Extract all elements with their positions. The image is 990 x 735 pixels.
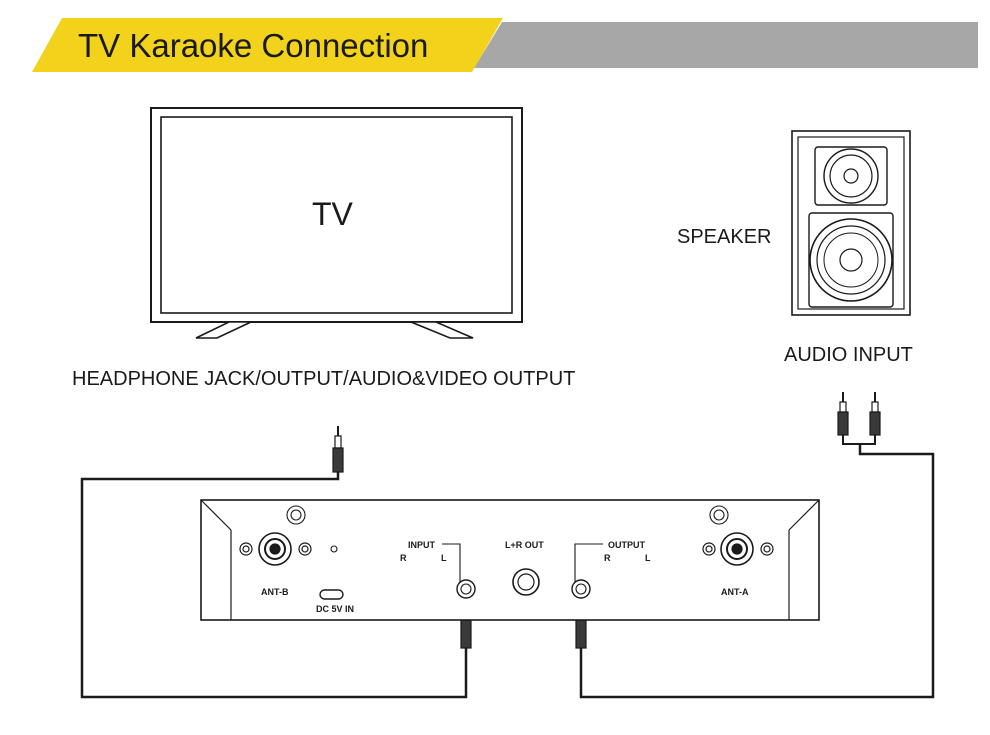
headphone-output-label: HEADPHONE JACK/OUTPUT/AUDIO&VIDEO OUTPUT xyxy=(72,368,576,390)
screw-icon xyxy=(286,505,729,525)
usb-c-port-icon xyxy=(319,589,344,600)
speaker-label: SPEAKER xyxy=(677,226,772,248)
title-banner xyxy=(32,18,978,72)
tv-outer-frame xyxy=(150,107,523,323)
ant-b-label: ANT-B xyxy=(261,587,289,597)
tv-stand-left xyxy=(195,321,252,339)
output-bracket xyxy=(574,543,603,583)
cable-tv-to-input xyxy=(80,472,468,699)
speaker-audio-plug-left xyxy=(837,392,849,436)
output-l-label: L xyxy=(645,553,651,563)
input-r-label: R xyxy=(400,553,407,563)
lr-out-jack xyxy=(512,568,540,596)
dc-in-label: DC 5V IN xyxy=(316,604,354,614)
tv-device xyxy=(150,107,523,339)
speaker-audio-plug-right xyxy=(869,392,881,436)
tv-screen xyxy=(160,116,513,314)
input-l-label: L xyxy=(441,553,447,563)
audio-input-label: AUDIO INPUT xyxy=(784,344,913,366)
antenna-jack-icon xyxy=(702,532,774,566)
page-title: TV Karaoke Connection xyxy=(78,27,429,64)
output-label: OUTPUT xyxy=(608,540,646,550)
antenna-jack-icon xyxy=(239,532,312,566)
audio-plug-icon xyxy=(332,392,881,649)
status-led xyxy=(330,545,338,553)
input-bracket xyxy=(442,543,461,583)
speaker-cabinet-outer xyxy=(791,130,911,316)
tv-stand-right xyxy=(410,321,474,339)
lr-out-label: L+R OUT xyxy=(505,540,544,550)
input-jack xyxy=(456,579,476,599)
banner-accent xyxy=(32,18,503,72)
cable-speaker-split xyxy=(842,435,876,445)
tv-audio-plug xyxy=(332,426,344,473)
speaker-driver-icon xyxy=(808,146,894,308)
ant-a-label: ANT-A xyxy=(721,587,749,597)
receiver-unit: INPUT R L L+R OUT OUTPUT R L ANT-B ANT-A… xyxy=(200,499,820,621)
output-jack xyxy=(571,579,591,599)
speaker-device xyxy=(791,130,911,316)
speaker-cabinet-inner xyxy=(797,136,905,310)
cables xyxy=(80,435,935,699)
output-r-label: R xyxy=(604,553,611,563)
banner-gray-bar xyxy=(474,22,978,68)
tv-label: TV xyxy=(312,196,353,232)
input-label: INPUT xyxy=(408,540,436,550)
cable-output-to-speaker xyxy=(579,444,935,699)
